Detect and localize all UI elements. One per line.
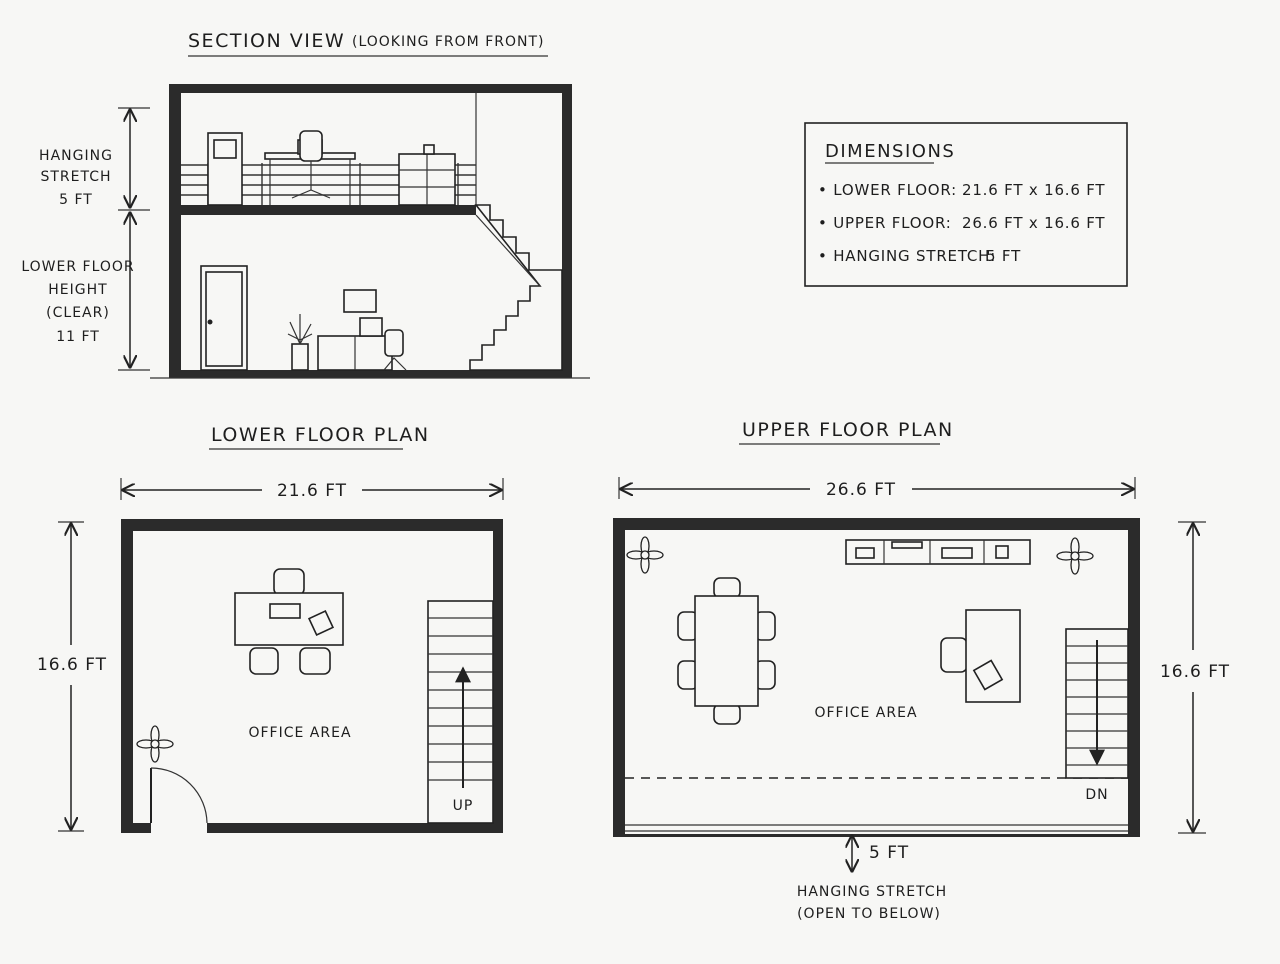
hanging-stretch-label-1: HANGING (39, 148, 113, 164)
lower-bottom-wall-left (121, 823, 151, 833)
lower-plan-title: LOWER FLOOR PLAN (211, 424, 430, 446)
stretch-label-2: (OPEN TO BELOW) (797, 906, 941, 922)
lower-plan-chair-left (249, 647, 279, 675)
section-view-subtitle: (LOOKING FROM FRONT) (352, 34, 545, 50)
hanging-stretch-label-2: STRETCH (40, 169, 111, 185)
lower-left-wall (121, 519, 133, 833)
upper-stairs (1065, 628, 1129, 779)
section-roof (169, 84, 572, 93)
lower-floor-plan: LOWER FLOOR PLAN 21.6 FT 16.6 FT (37, 424, 504, 833)
upper-top-wall (613, 518, 1140, 530)
dimensions-box: DIMENSIONS • LOWER FLOOR: 21.6 FT x 16.6… (804, 122, 1128, 287)
upper-left-wall (613, 518, 625, 836)
lower-stairs-up-label: UP (453, 798, 474, 814)
dim-lower-floor-label: • LOWER FLOOR: (818, 181, 957, 199)
upper-plan-chair (940, 637, 968, 673)
dim-lower-floor-value: 21.6 FT x 16.6 FT (962, 181, 1105, 199)
upper-stairs-dn-label: DN (1085, 787, 1108, 803)
lower-top-wall (121, 519, 503, 531)
section-view: SECTION VIEW (LOOKING FROM FRONT) (21, 30, 590, 379)
door-swing-arc (150, 767, 208, 824)
upper-office-area-label: OFFICE AREA (814, 705, 917, 721)
upper-bottom-edge (613, 834, 1140, 837)
lower-width-label: 21.6 FT (277, 481, 347, 501)
upper-plan-desk (965, 609, 1021, 703)
lower-chair-back (359, 317, 383, 337)
hanging-stretch-label-3: 5 FT (59, 192, 93, 208)
stretch-dim-label: 5 FT (869, 843, 909, 863)
lower-chair (384, 329, 404, 357)
conference-table-group (677, 577, 776, 725)
tablet-icon (307, 609, 335, 637)
upper-plant-flower-icon-right (1056, 537, 1094, 575)
lower-plan-chair-right (299, 647, 331, 675)
lower-door-panel (205, 271, 243, 367)
upper-width-label: 26.6 FT (826, 480, 896, 500)
mezzanine-slab (181, 205, 476, 215)
dim-hanging-stretch-value: 5 FT (986, 247, 1021, 265)
upper-floor-plan: UPPER FLOOR PLAN 26.6 FT 16.6 FT (613, 419, 1230, 922)
laptop-icon (269, 603, 301, 619)
dim-upper-floor-label: • UPPER FLOOR: (818, 214, 952, 232)
upper-door-sign (213, 139, 237, 159)
upper-plan-title: UPPER FLOOR PLAN (742, 419, 954, 441)
lower-plan-chair-top (273, 568, 305, 596)
upper-tablet-icon (972, 659, 1004, 691)
lower-height-label-2: HEIGHT (48, 282, 107, 298)
lower-height-label-3: (CLEAR) (46, 305, 110, 321)
section-ground-slab (169, 370, 572, 378)
section-left-wall (169, 84, 181, 378)
lower-height-label-4: 11 FT (56, 329, 100, 345)
door-handle (207, 319, 213, 325)
upper-wall-shelf (845, 539, 1031, 565)
lower-office-area-label: OFFICE AREA (248, 725, 351, 741)
lower-bottom-wall-right (207, 823, 503, 833)
wall-picture (343, 289, 377, 313)
conference-table (694, 595, 759, 707)
lower-height-label-1: LOWER FLOOR (21, 259, 134, 275)
section-view-title: SECTION VIEW (188, 30, 345, 52)
section-right-wall (562, 84, 572, 378)
upper-height-dim-label: 16.6 FT (1160, 662, 1230, 682)
upper-plant-flower-icon-left (626, 536, 664, 574)
dimensions-title: DIMENSIONS (825, 141, 955, 162)
lower-stairs (427, 600, 494, 824)
shelf-plant-pot (423, 144, 435, 155)
dim-upper-floor-value: 26.6 FT x 16.6 FT (962, 214, 1105, 232)
lower-height-dim-label: 16.6 FT (37, 655, 107, 675)
dim-hanging-stretch-label: • HANGING STRETCH: (818, 247, 996, 265)
section-stairs (469, 204, 563, 371)
section-dimension-lines (118, 107, 150, 371)
lower-plant-icon (287, 314, 313, 345)
lower-right-wall (493, 519, 503, 833)
upper-chair (299, 130, 323, 162)
upper-right-wall (1128, 518, 1140, 836)
lower-plant-pot (291, 343, 309, 371)
stretch-label-1: HANGING STRETCH (797, 884, 947, 900)
lower-plant-flower-icon (136, 725, 174, 763)
